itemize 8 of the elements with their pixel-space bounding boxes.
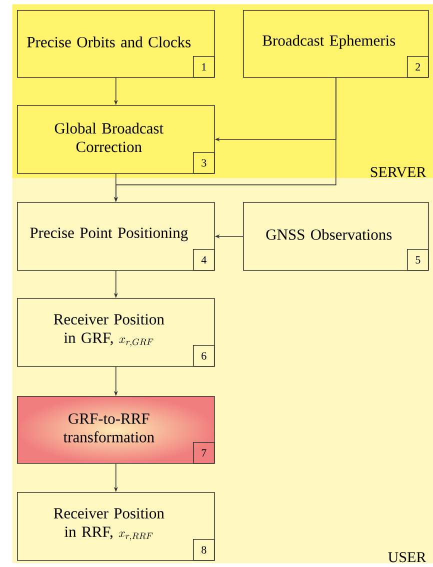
number-badge: 6 [193, 345, 215, 367]
number-badge: 5 [407, 249, 429, 271]
number-badge: 1 [193, 56, 215, 78]
number-badge: 4 [193, 249, 215, 271]
number-badge: 7 [193, 442, 215, 464]
number-badge: 8 [193, 539, 215, 561]
number-badge: 2 [407, 56, 429, 78]
number-badge: 3 [193, 152, 215, 174]
